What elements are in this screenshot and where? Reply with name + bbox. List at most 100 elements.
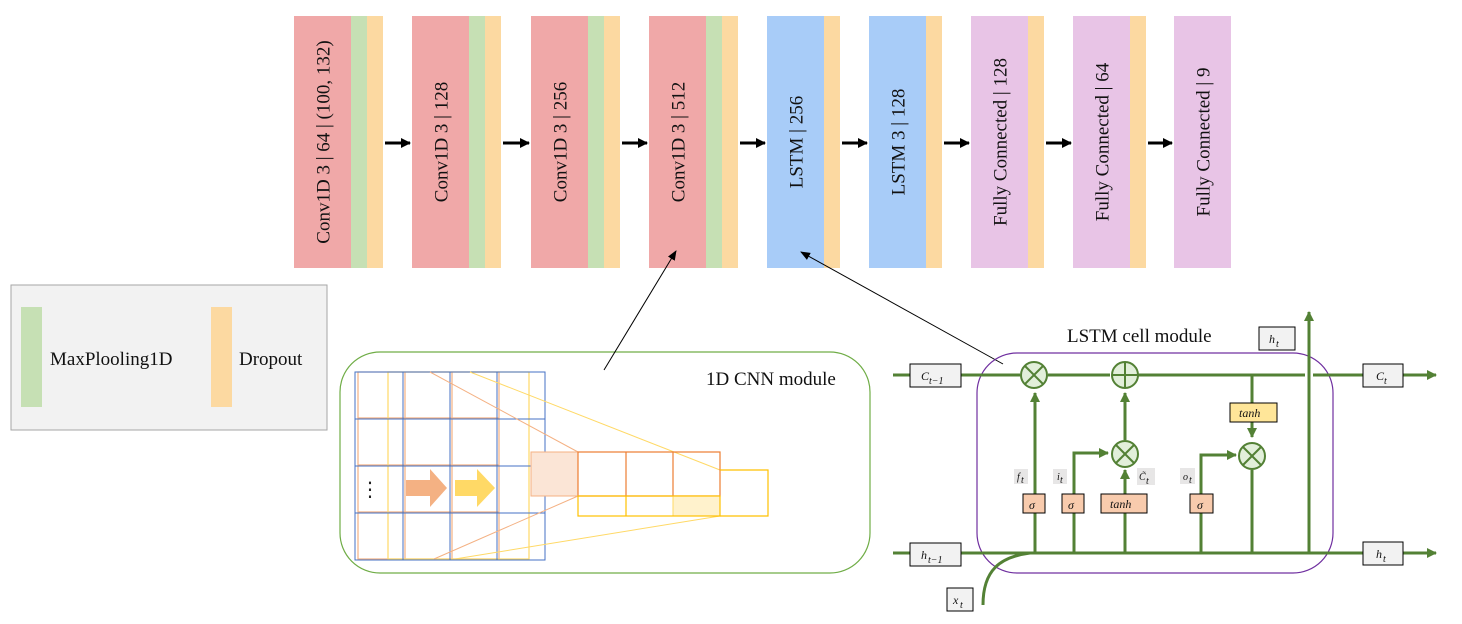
x-in-box: x t xyxy=(946,587,974,612)
layer-label: Conv1D 3 | 512 xyxy=(669,82,690,202)
layer-block xyxy=(1174,16,1231,268)
cnn-module: 1D CNN module ⋮ xyxy=(339,351,871,574)
maxpool-band xyxy=(351,16,367,268)
maxpool-band xyxy=(588,16,604,268)
cnn-blue-grid xyxy=(354,371,546,561)
lstm-module-frame xyxy=(976,352,1334,574)
layer-label: Conv1D 3 | 64 | (100, 132) xyxy=(314,40,335,243)
svg-text:C̃: C̃ xyxy=(1139,470,1146,483)
cell-tanh-box xyxy=(1229,402,1278,423)
legend-box xyxy=(10,284,328,431)
add-icon xyxy=(1111,361,1139,389)
layer-block xyxy=(971,16,1028,268)
candidate-tanh-label: tanh xyxy=(1110,497,1131,511)
cnn-ellipsis: ⋮ xyxy=(360,477,380,501)
svg-text:C: C xyxy=(1376,369,1385,383)
forget-sigma-box xyxy=(1022,493,1046,514)
svg-text:t: t xyxy=(1276,339,1279,350)
layer-block xyxy=(294,16,351,268)
output-sigma-box xyxy=(1189,493,1214,514)
svg-text:i: i xyxy=(1057,472,1060,483)
svg-text:h: h xyxy=(1269,332,1275,346)
layer-label: LSTM | 256 xyxy=(787,96,808,188)
gate-label-ctilde: C̃ t xyxy=(1137,468,1155,487)
layer-8: Fully Connected | 64 xyxy=(1073,16,1146,268)
layer-label: Fully Connected | 9 xyxy=(1194,68,1215,217)
conv-arrow-orange xyxy=(406,469,447,507)
cnn-module-title: 1D CNN module xyxy=(706,369,836,390)
feature-map-orange xyxy=(577,451,721,497)
h-top-box: h t xyxy=(1258,326,1296,351)
legend-maxpool-swatch xyxy=(21,307,42,407)
maxpool-band xyxy=(706,16,722,268)
dropout-band xyxy=(1028,16,1044,268)
layer-5: LSTM | 256 xyxy=(767,16,840,268)
legend-maxpool-label: MaxPlooling1D xyxy=(50,349,172,370)
svg-text:t: t xyxy=(1189,475,1192,486)
c-next-box: C t xyxy=(1362,363,1404,388)
dropout-band xyxy=(926,16,942,268)
legend-dropout-label: Dropout xyxy=(239,349,303,370)
candidate-tanh-box xyxy=(1100,493,1148,514)
layer-label: Conv1D 3 | 128 xyxy=(432,82,453,202)
layer-block xyxy=(531,16,588,268)
output-multiply-icon xyxy=(1238,442,1266,470)
input-multiply-icon xyxy=(1111,440,1139,468)
layer-9: Fully Connected | 9 xyxy=(1174,16,1231,268)
c-prev-box: C t−1 xyxy=(909,363,962,388)
svg-text:t: t xyxy=(1021,475,1024,486)
lstm-wires xyxy=(893,311,1437,606)
cell-tanh-label: tanh xyxy=(1239,406,1260,420)
svg-text:h: h xyxy=(1376,547,1382,561)
layer-1: Conv1D 3 | 64 | (100, 132) xyxy=(294,16,383,268)
dropout-band xyxy=(1130,16,1146,268)
dropout-band xyxy=(722,16,738,268)
dropout-band xyxy=(367,16,383,268)
svg-text:o: o xyxy=(1183,472,1188,483)
layer-4: Conv1D 3 | 512 xyxy=(649,16,738,268)
svg-text:t: t xyxy=(1383,554,1386,565)
cnn-module-frame xyxy=(339,351,871,574)
dropout-band xyxy=(485,16,501,268)
svg-text:h: h xyxy=(921,548,927,562)
svg-text:t−1: t−1 xyxy=(928,555,943,566)
forget-sigma-label: σ xyxy=(1029,498,1036,512)
dropout-band xyxy=(604,16,620,268)
layer-label: Conv1D 3 | 256 xyxy=(551,82,572,202)
svg-text:t: t xyxy=(1384,376,1387,387)
feature-cell-highlight xyxy=(530,451,579,497)
dropout-band xyxy=(824,16,840,268)
layer-3: Conv1D 3 | 256 xyxy=(531,16,620,268)
layer-label: Fully Connected | 64 xyxy=(1093,62,1114,221)
svg-text:t: t xyxy=(1060,475,1063,486)
legend: MaxPlooling1D Dropout xyxy=(10,284,328,431)
h-prev-box: h t−1 xyxy=(909,542,962,567)
layer-block xyxy=(767,16,824,268)
legend-dropout-swatch xyxy=(211,307,232,407)
layer-stack: Conv1D 3 | 64 | (100, 132) Conv1D 3 | 128… xyxy=(294,16,1231,268)
output-sigma-label: σ xyxy=(1197,498,1204,512)
layer-block xyxy=(412,16,469,268)
input-sigma-box xyxy=(1061,493,1085,514)
gate-label-f: f t xyxy=(1014,469,1028,486)
svg-text:x: x xyxy=(952,593,959,607)
feature-cell-yellow xyxy=(672,495,721,517)
lstm-to-layer-arrow xyxy=(800,251,1004,365)
layer-label: LSTM 3 | 128 xyxy=(889,89,910,196)
input-sigma-label: σ xyxy=(1068,498,1075,512)
lstm-module: LSTM cell module xyxy=(893,311,1437,612)
gate-label-o: o t xyxy=(1180,468,1195,486)
layer-7: Fully Connected | 128 xyxy=(971,16,1044,268)
svg-text:t: t xyxy=(1146,476,1149,487)
maxpool-band xyxy=(469,16,485,268)
layer-label: Fully Connected | 128 xyxy=(991,58,1012,226)
layer-6: LSTM 3 | 128 xyxy=(869,16,942,268)
svg-text:t: t xyxy=(960,600,963,611)
svg-text:f: f xyxy=(1017,472,1021,483)
conv-arrow-yellow xyxy=(455,469,495,507)
layer-2: Conv1D 3 | 128 xyxy=(412,16,501,268)
cnn-to-layer-arrow xyxy=(603,250,677,371)
cnn-projection-lines xyxy=(429,371,721,560)
lstm-module-title: LSTM cell module xyxy=(1067,326,1212,347)
